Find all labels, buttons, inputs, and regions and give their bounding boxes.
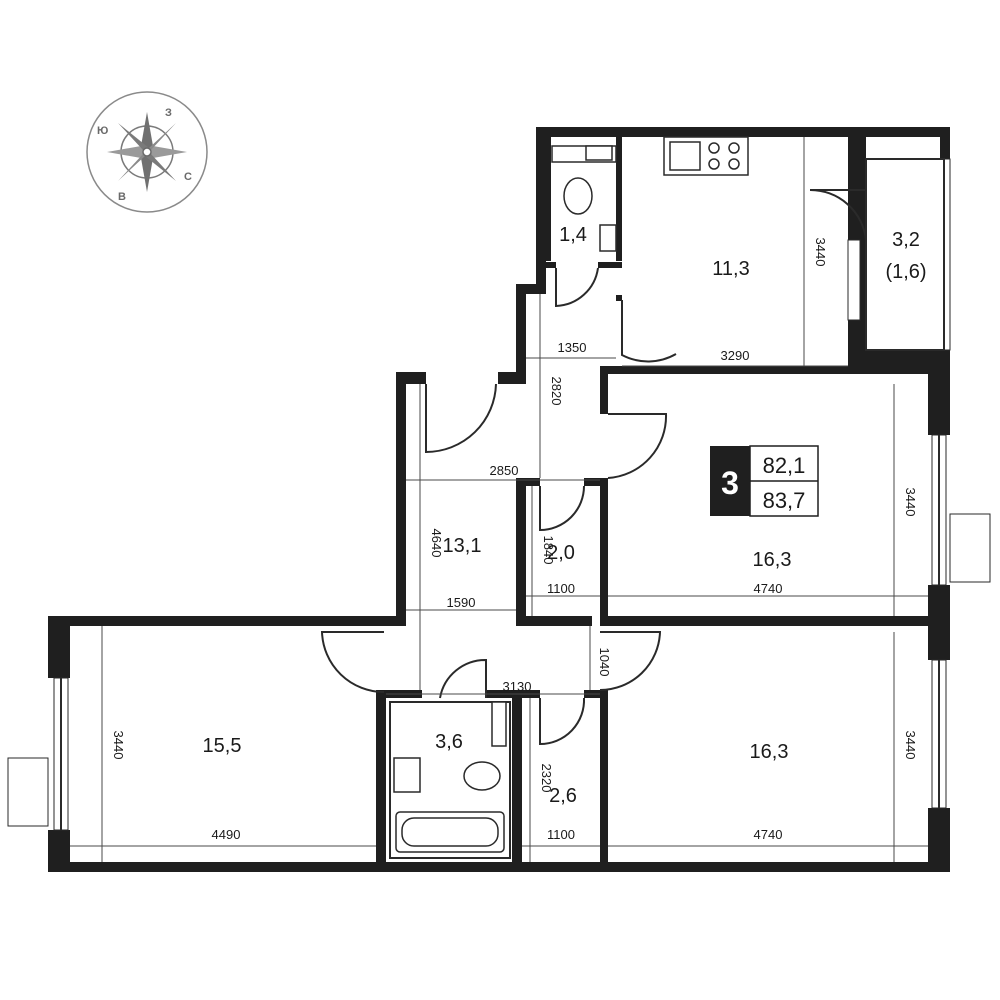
room-area-closet-1: 2,0 <box>547 542 575 564</box>
dim-bedroom-top-width: 4740 <box>754 581 783 596</box>
room-area-balcony-reduced: (1,6) <box>885 261 926 283</box>
room-area-hall: 13,1 <box>443 535 482 557</box>
area-with-balcony: 83,7 <box>763 488 806 513</box>
fixtures <box>393 136 749 853</box>
rooms-count: 3 <box>721 465 739 501</box>
room-area-kitchen: 11,3 <box>712 258 749 280</box>
bathroom-basin-icon <box>393 757 421 793</box>
windows <box>7 158 991 831</box>
dim-closet2-1100: 1100 <box>547 827 575 842</box>
dim-corridor-3130: 3130 <box>503 679 532 694</box>
compass-rose: Ю З С В <box>86 91 208 213</box>
area-total: 82,1 <box>763 453 806 478</box>
dim-closet1-1100: 1100 <box>547 581 575 596</box>
dimension-labels: 3440 3290 1350 2820 2850 4640 1840 1100 … <box>111 238 918 842</box>
compass-letter-south: Ю <box>97 125 108 137</box>
dim-bedroom-left-width: 4490 <box>212 827 241 842</box>
room-area-wc: 1,4 <box>559 224 587 246</box>
bathroom-toilet-icon <box>463 761 501 791</box>
dim-closet1-1840: 1840 <box>541 536 556 565</box>
compass-letter-west: З <box>165 107 172 119</box>
room-area-closet-2: 2,6 <box>549 785 577 807</box>
room-area-bedroom-right-top: 16,3 <box>753 549 792 571</box>
dim-bedroom-bottom-width: 4740 <box>754 827 783 842</box>
dim-bedroom-bottom-height: 3440 <box>903 731 918 760</box>
dim-kitchen-width: 3290 <box>721 348 750 363</box>
dim-corridor-2820: 2820 <box>549 377 564 406</box>
dim-kitchen-height: 3440 <box>813 238 828 267</box>
dim-closet2-2320: 2320 <box>539 764 554 793</box>
dim-bedroom-left-height: 3440 <box>111 731 126 760</box>
apartment-info-badge: 3 82,1 83,7 <box>710 445 819 517</box>
compass-letter-east: В <box>118 191 126 203</box>
room-area-balcony: 3,2 <box>892 229 920 251</box>
dimension-lines <box>70 137 928 862</box>
dim-hall-4640: 4640 <box>429 529 444 558</box>
dim-hall-2850: 2850 <box>490 463 519 478</box>
dim-corridor-1350: 1350 <box>558 340 587 355</box>
compass-letter-north: С <box>184 171 192 183</box>
doors <box>320 188 867 746</box>
dim-corridor-1040: 1040 <box>597 648 612 677</box>
kitchen-sink-icon <box>669 141 701 171</box>
room-area-bathroom: 3,6 <box>435 731 463 753</box>
stove-burner-icon <box>708 142 720 154</box>
toilet-icon <box>563 177 593 215</box>
dim-bedroom-top-height: 3440 <box>903 488 918 517</box>
room-labels: 1,4 11,3 3,2 (1,6) 13,1 2,0 16,3 15,5 3,… <box>203 224 927 807</box>
dim-hall-1590: 1590 <box>447 595 476 610</box>
room-area-bedroom-left: 15,5 <box>203 735 242 757</box>
room-area-bedroom-right-bottom: 16,3 <box>750 741 789 763</box>
wc-basin-icon <box>599 224 617 252</box>
